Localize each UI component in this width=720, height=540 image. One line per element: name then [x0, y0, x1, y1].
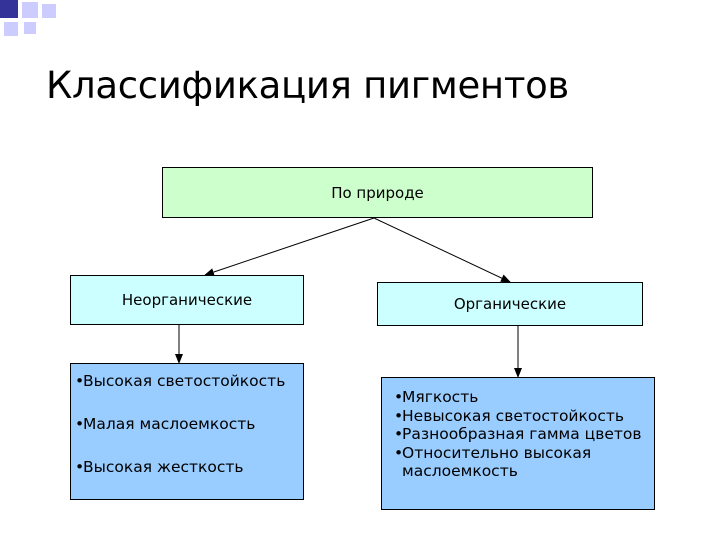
organic-properties-box: •Мягкость •Невысокая светостойкость •Раз…: [381, 377, 655, 510]
inorganic-property: •Высокая жесткость: [75, 458, 244, 476]
organic-property: •Разнообразная гамма цветов: [394, 425, 642, 443]
organic-property: •Относительно высокая маслоемкость: [394, 443, 592, 481]
decor-square-4: [4, 22, 18, 36]
page-title: Классификация пигментов: [46, 64, 569, 107]
decor-square-2: [22, 2, 38, 18]
inorganic-property: •Малая маслоемкость: [75, 415, 256, 433]
organic-node-label: Органические: [453, 295, 567, 313]
inorganic-properties-box: •Высокая светостойкость •Малая маслоемко…: [70, 363, 304, 500]
decor-square-3: [42, 4, 56, 18]
decor-square-1: [0, 0, 18, 18]
inorganic-node-label: Неорганические: [121, 291, 253, 309]
organic-property: •Невысокая светостойкость: [394, 406, 625, 425]
root-node-label: По природе: [331, 183, 424, 202]
inorganic-property: •Высокая светостойкость: [75, 372, 286, 390]
organic-property: •Мягкость: [394, 388, 479, 406]
decor-square-5: [24, 22, 36, 34]
arrow-root-to-right: [373, 217, 511, 283]
arrow-root-to-left: [204, 217, 375, 276]
inorganic-node: Неорганические: [70, 275, 304, 325]
root-node: По природе: [162, 167, 593, 218]
organic-node: Органические: [377, 282, 643, 326]
